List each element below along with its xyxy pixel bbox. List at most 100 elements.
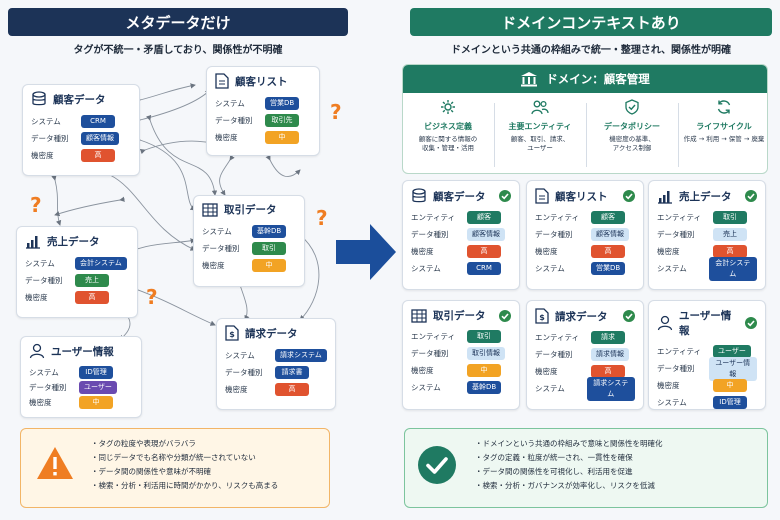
row-key: 機密度 — [31, 151, 54, 160]
pillar-desc: 作成 → 利用 → 保管 → 廃棄 — [683, 135, 765, 143]
card-title: 顧客リスト — [235, 75, 288, 88]
pillar-title: ビジネス定義 — [424, 122, 472, 131]
row-key: システム — [535, 384, 565, 393]
pillar-data-policy: データポリシー 機密度の基準、 アクセス制御 — [587, 99, 677, 153]
check-icon — [499, 190, 511, 202]
pillar-business-definition: ビジネス定義 顧客に関する情報の 収集・管理・活用 — [403, 99, 493, 153]
tag-type: 顧客情報 — [467, 228, 505, 241]
card-customer-list[interactable]: 顧客リスト システム営業DB データ種別取引先 機密度中 — [206, 66, 320, 156]
svg-text:$: $ — [229, 330, 235, 339]
row-key: 機密度 — [25, 293, 48, 302]
pillar-desc: 顧客に関する情報の 収集・管理・活用 — [418, 135, 478, 152]
pillar-desc: 機密度の基準、 アクセス制御 — [609, 135, 655, 152]
tag-system: 営業DB — [265, 97, 300, 110]
row-key: 機密度 — [657, 381, 680, 390]
tag-system: 基幹DB — [467, 381, 502, 394]
row-key: データ種別 — [657, 364, 695, 373]
row-key: システム — [411, 383, 441, 392]
tag-entity: 請求 — [591, 331, 625, 344]
shield-check-icon — [625, 99, 639, 115]
pillar-lifecycle: ライフサイクル 作成 → 利用 → 保管 → 廃棄 — [679, 99, 769, 144]
row-key: エンティティ — [657, 213, 702, 222]
pillar-title: 主要エンティティ — [508, 122, 572, 131]
card-title: 取引データ — [433, 310, 486, 322]
question-mark: ? — [316, 206, 328, 230]
tag-system: CRM — [81, 115, 115, 128]
row-key: エンティティ — [411, 213, 456, 222]
tag-system: 営業DB — [591, 262, 626, 275]
question-mark: ? — [30, 193, 42, 217]
row-key: データ種別 — [225, 368, 263, 377]
user-icon — [657, 315, 673, 331]
card-title: ユーザー情報 — [679, 310, 732, 337]
check-icon — [623, 190, 635, 202]
card-customer-data[interactable]: 顧客データ システム CRM データ種別 顧客情報 機密度 高 — [22, 84, 140, 176]
refresh-icon — [717, 100, 731, 114]
benefit-item: ドメインという共通の枠組みで意味と関係性を明確化 — [475, 437, 663, 451]
tag-system: CRM — [467, 262, 501, 275]
row-key: システム — [29, 368, 59, 377]
pillar-title: ライフサイクル — [696, 122, 752, 131]
warning-box: タグの粒度や表現がバラバラ 同じデータでも名称や分類が統一されていない データ間… — [20, 428, 330, 508]
check-circle-icon — [418, 446, 456, 484]
transition-arrow-icon — [336, 224, 396, 280]
tag-type: 取引先 — [265, 114, 299, 127]
tag-sensitivity: 高 — [591, 365, 625, 378]
left-banner: メタデータだけ — [8, 8, 348, 36]
tag-type: 請求情報 — [591, 348, 629, 361]
tag-type: 顧客情報 — [591, 228, 629, 241]
warning-item: タグの粒度や表現がバラバラ — [91, 437, 278, 451]
tag-sensitivity: 中 — [265, 131, 299, 144]
row-key: データ種別 — [535, 350, 573, 359]
row-key: 機密度 — [225, 385, 248, 394]
table-icon — [202, 202, 218, 217]
row-key: システム — [25, 259, 55, 268]
row-key: エンティティ — [411, 332, 456, 341]
document-icon — [535, 188, 549, 204]
row-key: 機密度 — [215, 133, 238, 142]
tag-type: 顧客情報 — [81, 132, 119, 145]
row-key: データ種別 — [535, 230, 573, 239]
card-sales-data[interactable]: 売上データ システム会計システム データ種別売上 機密度高 — [16, 226, 138, 318]
pillar-desc: 顧客、取引、請求、 ユーザー — [510, 135, 570, 152]
card-billing-data[interactable]: $ 請求データ システム請求システム データ種別請求書 機密度高 — [216, 318, 336, 410]
tag-sensitivity: 高 — [713, 245, 747, 258]
tag-sensitivity: 高 — [275, 383, 309, 396]
row-key: データ種別 — [202, 244, 240, 253]
card-title: 請求データ — [555, 310, 608, 323]
domain-card[interactable]: 売上データエンティティ取引データ種別売上機密度高システム会計システム — [648, 180, 766, 290]
card-title: 顧客リスト — [555, 190, 608, 203]
domain-card[interactable]: 顧客リストエンティティ顧客データ種別顧客情報機密度高システム営業DB — [526, 180, 644, 290]
tag-sensitivity: 中 — [467, 364, 501, 377]
left-subtitle: タグが不統一・矛盾しており、関係性が不明確 — [73, 45, 283, 56]
row-key: データ種別 — [31, 134, 69, 143]
card-title: 顧客データ — [53, 93, 106, 106]
tag-type: 売上 — [713, 228, 747, 241]
tag-entity: 顧客 — [467, 211, 501, 224]
tag-sensitivity: 高 — [81, 149, 115, 162]
domain-panel: ドメイン：顧客管理 ビジネス定義 顧客に関する情報の 収集・管理・活用 主要エン… — [402, 64, 768, 174]
warning-item: データ間の関係性や意味が不明確 — [91, 465, 278, 479]
tag-system: 請求システム — [275, 349, 327, 362]
domain-card[interactable]: 取引データエンティティ取引データ種別取引情報機密度中システム基幹DB — [402, 300, 520, 410]
tag-type: ユーザー情報 — [708, 356, 757, 381]
right-subtitle: ドメインという共通の枠組みで統一・整理され、関係性が明確 — [450, 45, 732, 56]
question-mark: ? — [146, 285, 158, 309]
tag-entity: 顧客 — [591, 211, 625, 224]
tag-type: 売上 — [75, 274, 109, 287]
row-key: システム — [411, 264, 441, 273]
card-transaction-data[interactable]: 取引データ システム基幹DB データ種別取引 機密度中 — [193, 195, 305, 287]
database-icon — [412, 188, 426, 203]
gear-icon — [441, 100, 455, 114]
card-title: 顧客データ — [433, 190, 486, 203]
benefit-item: 検索・分析・ガバナンスが効率化し、リスクを低減 — [475, 479, 663, 493]
domain-card[interactable]: $請求データエンティティ請求データ種別請求情報機密度高システム請求システム — [526, 300, 644, 410]
pillar-title: データポリシー — [604, 122, 660, 131]
tag-type: 取引 — [252, 242, 286, 255]
row-key: システム — [657, 264, 687, 273]
bar-chart-icon — [658, 191, 672, 204]
row-key: システム — [31, 117, 61, 126]
